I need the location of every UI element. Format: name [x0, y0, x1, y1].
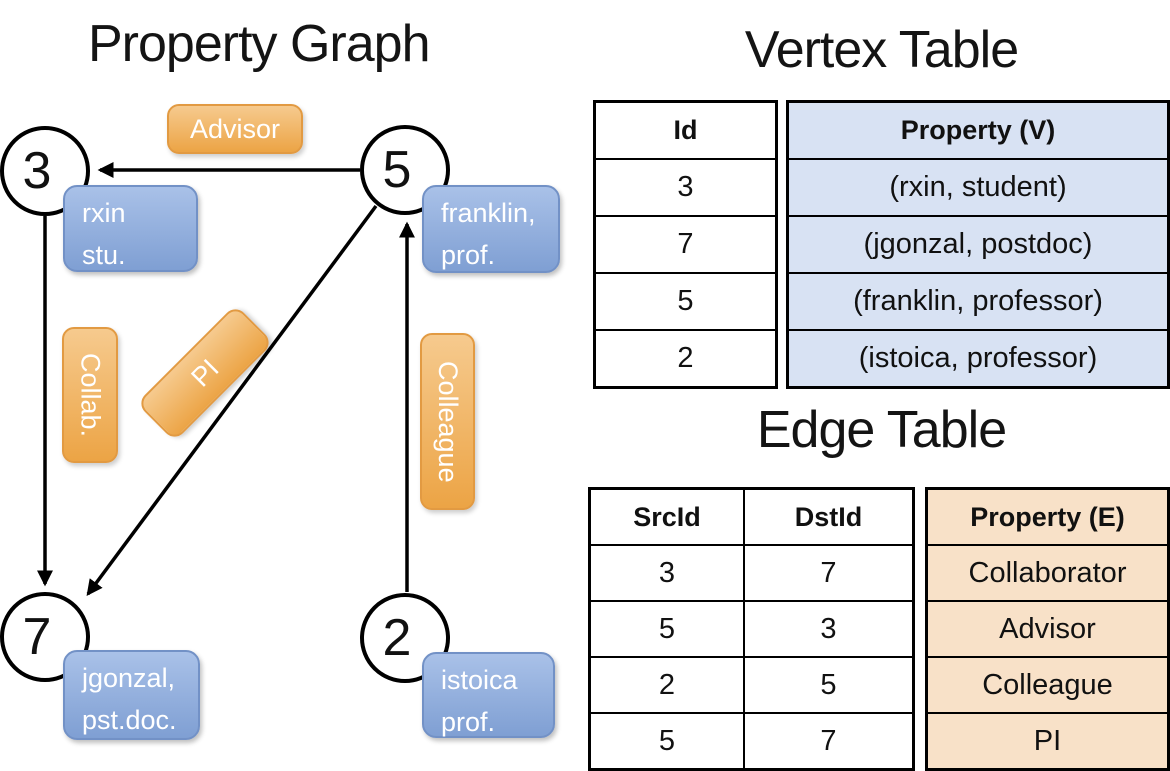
vertex-table-title: Vertex Table — [744, 21, 1019, 79]
edge-table-id-columns: SrcId DstId 3 7 5 3 2 5 5 7 — [588, 487, 915, 771]
edge-label-pi: PI — [136, 304, 274, 442]
page-title-property-graph: Property Graph — [88, 15, 430, 73]
node-property-box-rxin: rxin stu. — [63, 185, 198, 272]
node-property-box-franklin: franklin, prof. — [422, 185, 560, 273]
node-property-box-jgonzal: jgonzal, pst.doc. — [63, 650, 200, 740]
edge-label-text: Collab. — [75, 352, 106, 438]
table-row: 5 — [593, 272, 778, 331]
edge-table-property-column: Property (E) Collaborator Advisor Collea… — [925, 487, 1170, 771]
table-row: 3 — [593, 158, 778, 217]
edge-label-collab: Collab. — [62, 327, 118, 463]
node-id-label: 5 — [382, 141, 412, 199]
table-row: 2 5 — [588, 656, 915, 714]
node-property-box-istoica: istoica prof. — [422, 652, 555, 738]
property-line: stu. — [82, 239, 126, 270]
column-header-srcid: SrcId — [588, 487, 745, 546]
edge-label-advisor: Advisor — [167, 104, 303, 154]
column-header-property-e: Property (E) — [925, 487, 1170, 546]
node-id-label: 3 — [22, 142, 52, 200]
table-row: Collaborator — [925, 544, 1170, 602]
table-row: Advisor — [925, 600, 1170, 658]
table-row: (rxin, student) — [786, 158, 1170, 217]
table-row: 2 — [593, 329, 778, 389]
node-id-label: 7 — [22, 608, 52, 666]
table-row: 5 3 — [588, 600, 915, 658]
table-row: 5 7 — [588, 712, 915, 771]
edge-label-text: PI — [185, 353, 225, 393]
table-row: Colleague — [925, 656, 1170, 714]
edge-label-text: Advisor — [189, 113, 281, 144]
edge-label-text: Colleague — [433, 360, 463, 483]
vertex-table-property-column: Property (V) (rxin, student) (jgonzal, p… — [786, 100, 1170, 389]
property-line: pst.doc. — [82, 704, 177, 735]
property-line: istoica — [441, 665, 518, 695]
property-line: prof. — [441, 239, 496, 270]
column-header-dstid: DstId — [743, 487, 915, 546]
table-row: PI — [925, 712, 1170, 771]
table-row: 3 7 — [588, 544, 915, 602]
column-header-id: Id — [593, 100, 778, 160]
table-row: 7 — [593, 215, 778, 274]
table-row: (franklin, professor) — [786, 272, 1170, 331]
edge-label-colleague: Colleague — [420, 333, 475, 510]
property-line: jgonzal, — [82, 663, 176, 693]
property-line: prof. — [441, 706, 496, 737]
node-id-label: 2 — [382, 609, 412, 667]
property-line: rxin — [82, 198, 126, 228]
table-row: (istoica, professor) — [786, 329, 1170, 389]
vertex-table-id-column: Id 3 7 5 2 — [593, 100, 778, 389]
table-row: (jgonzal, postdoc) — [786, 215, 1170, 274]
graph-node-3: 3 — [0, 126, 90, 216]
column-header-property-v: Property (V) — [786, 100, 1170, 160]
property-line: franklin, — [441, 198, 536, 228]
edge-table-title: Edge Table — [756, 401, 1007, 459]
